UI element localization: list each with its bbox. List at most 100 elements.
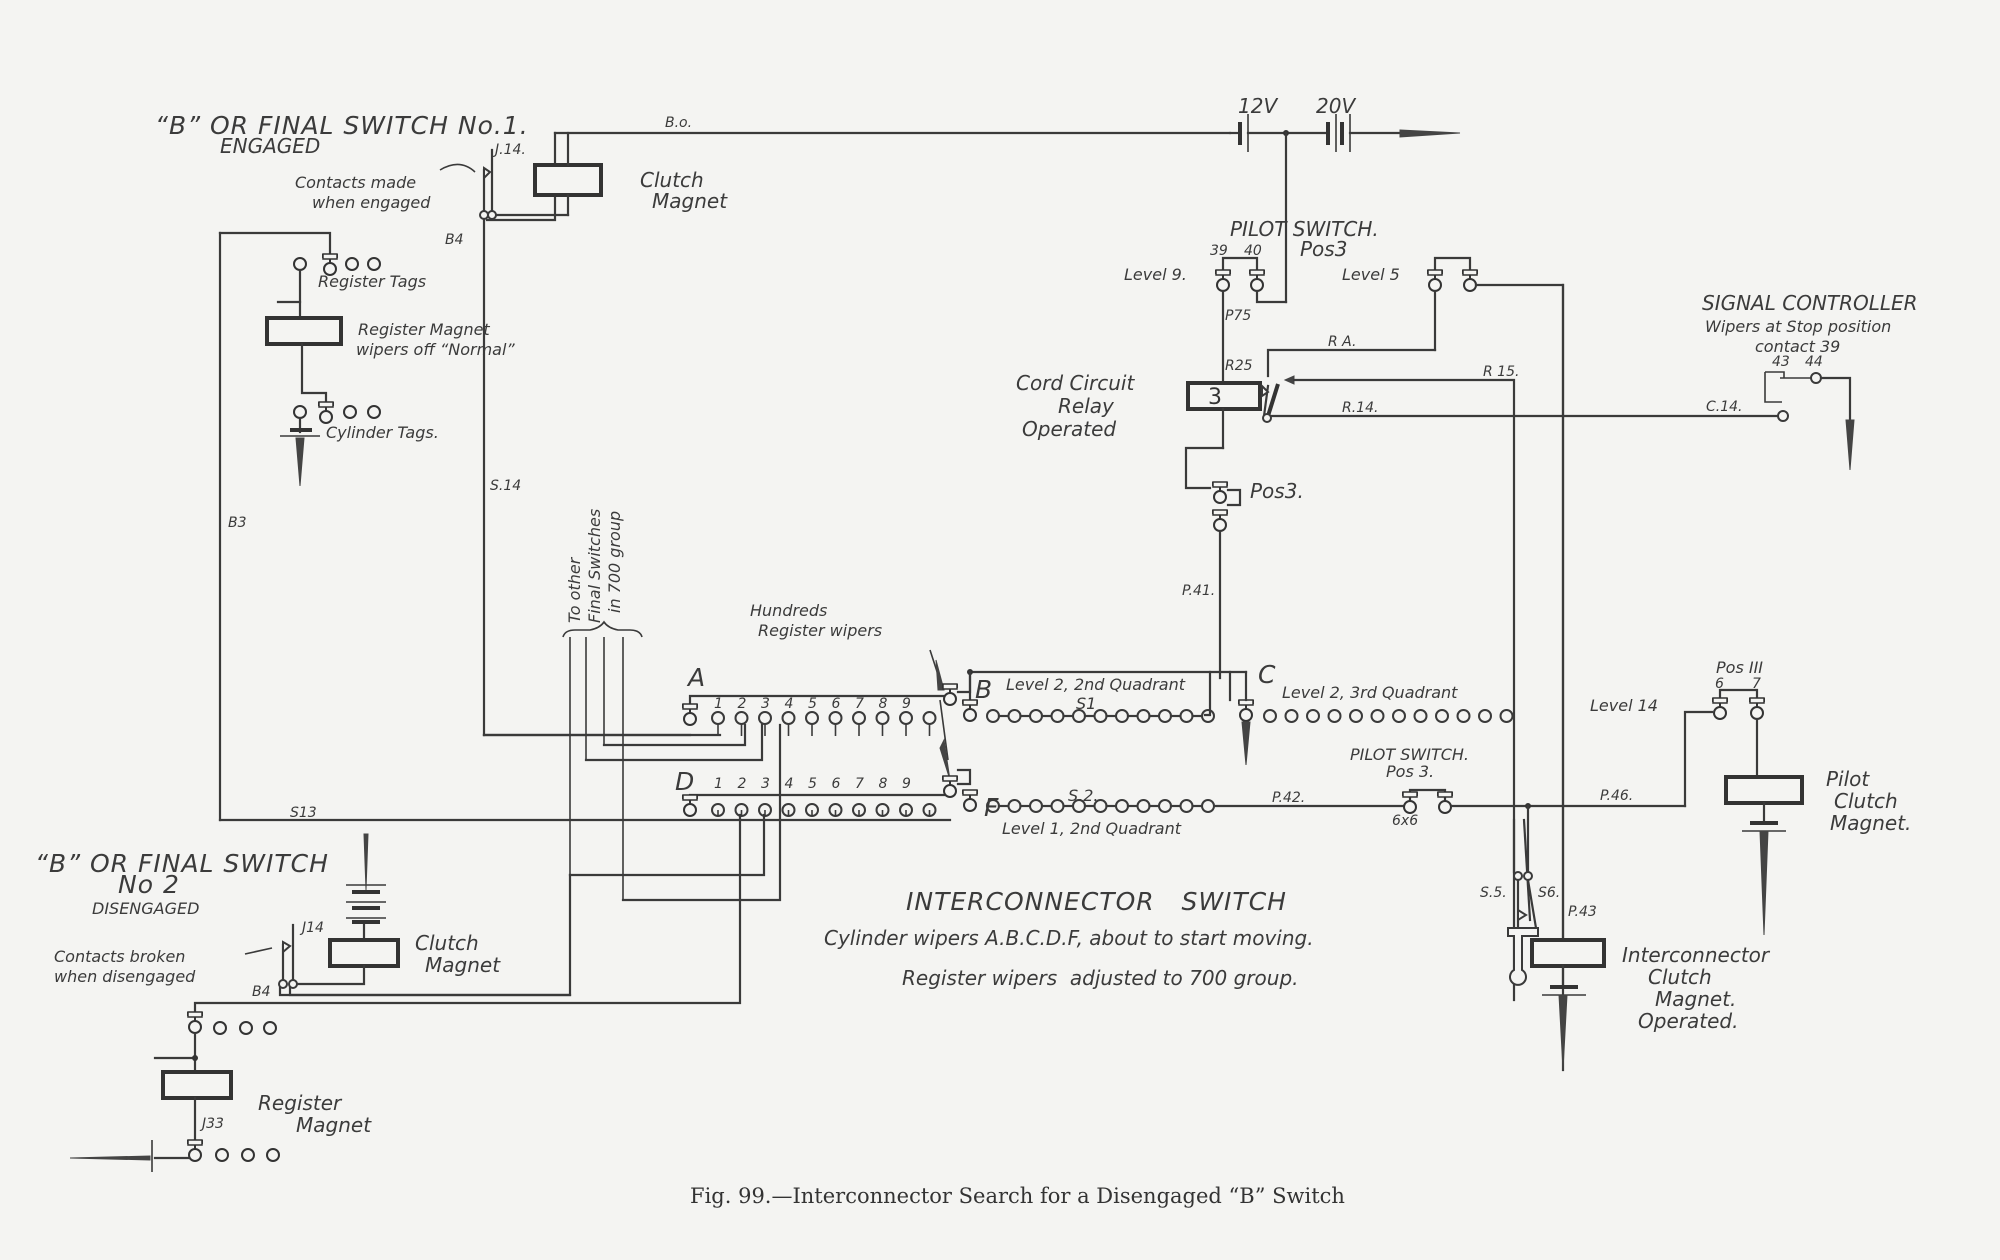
pilot-switch-bottom-title: PILOT SWITCH. [1350,745,1469,764]
bank-c-contact [1349,709,1363,723]
figure-caption: Fig. 99.—Interconnector Search for a Dis… [690,1184,1345,1208]
pilot-clutch-magnet [1683,688,1804,936]
bank-f-level: Level 1, 2nd Quadrant [1002,819,1182,838]
interconnector-line-2: Register wipers adjusted to 700 group. [902,966,1299,990]
level-14-label: Level 14 [1590,696,1658,715]
switch2-register-label: Register [258,1091,343,1115]
bank-contact [805,711,819,725]
bank-digit: 5 [808,696,817,712]
register-magnet-label: Register Magnet [358,320,490,339]
switch1-contacts-note: Contacts made [295,173,416,192]
bank-b-contact [986,709,1000,723]
bank-b-level: Level 2, 2nd Quadrant [1006,675,1186,694]
bank-b-contact [1007,709,1022,723]
switch1-clutch-label: Clutch [640,168,704,192]
interconnector-clutch-label: Interconnector [1622,943,1771,967]
bank-digit: 1 [714,776,723,792]
register-tags-label: Register Tags [318,272,426,291]
bank-f-label: F [984,793,999,822]
switch2-clutch-label-2: Magnet [425,953,501,977]
wire-p42: P.42. [1272,790,1305,806]
battery-12v: 12V [1238,94,1278,118]
bank-digit: 5 [808,776,817,792]
switch1-contacts-note-2: when engaged [312,193,431,212]
bank-contact [875,711,890,725]
switch1-j14: J.14. [492,142,526,158]
wire-s14: S.14 [490,478,521,494]
switch1-clutch-label-2: Magnet [652,189,728,213]
signal-controller-line1: Wipers at Stop position [1705,317,1891,336]
register-magnet-label-2: wipers off “Normal” [356,340,515,359]
interconnector-title: INTERCONNECTOR SWITCH [906,887,1287,916]
bank-f-contact [1179,799,1194,813]
bank-contact [899,711,913,725]
wire-s6: S6. [1538,885,1560,901]
interconnector-clutch-label-3: Magnet. [1655,987,1736,1011]
bank-digit: 6 [832,696,841,712]
bank-b-contact [1029,709,1043,723]
contact-44: 44 [1805,354,1823,370]
pilot-switch-code: 6x6 [1392,813,1418,829]
contact-7: 7 [1752,676,1761,692]
bank-digit: 7 [855,776,864,792]
bank-c-contact [1456,709,1471,723]
bank-f-contact [1050,799,1065,813]
bank-c-contact [1413,709,1428,723]
signal-controller-title: SIGNAL CONTROLLER [1702,291,1918,315]
bank-f-contact [1136,799,1151,813]
to-other-label-2: Final Switches [585,509,604,623]
interconnector-banks [193,620,1687,1014]
bank-b-contact [1158,709,1172,723]
bank-digit: 2 [738,696,747,712]
switch1-contact-icon [483,166,492,181]
bank-digit: 9 [902,696,911,712]
bank-digit: 3 [761,696,770,712]
labels: “B” OR FINAL SWITCH No.1. ENGAGED Contac… [35,94,1918,1208]
wire-p75: P75 [1225,308,1251,324]
pilot-clutch-label-2: Clutch [1834,789,1898,813]
bank-digit: 9 [902,776,911,792]
bank-contact [828,711,843,725]
interconnector-clutch-label-2: Clutch [1648,965,1712,989]
bank-digit: 6 [832,776,841,792]
bank-f-contact [1158,799,1172,813]
pilot-switch-bottom-pos: Pos 3. [1386,762,1434,781]
bank-c-contact [1263,709,1277,723]
bank-digit: 2 [738,776,747,792]
level-5-label: Level 5 [1342,265,1400,284]
wire-c14: C.14. [1706,399,1743,415]
arrow-right-icon [1399,129,1461,138]
bank-c-contact [1478,709,1492,723]
bank-contact [922,711,937,725]
hundreds-label: Hundreds [750,601,827,620]
bank-c-contact [1306,709,1320,723]
contact-40: 40 [1244,243,1262,259]
wire-p46: P.46. [1600,788,1633,804]
wire-r14: R.14. [1342,400,1378,416]
switch1-b4: B4 [445,232,464,248]
bank-c-label: C [1258,660,1276,689]
contact-39: 39 [1210,243,1228,259]
bank-digit: 7 [855,696,864,712]
bank-contact [711,711,725,725]
bank-digit: 8 [879,776,888,792]
bank-contact [758,711,772,725]
interconnector-clutch-label-4: Operated. [1638,1009,1738,1033]
switch2-b4: B4 [252,984,271,1000]
battery-20v: 20V [1316,94,1356,118]
wire-s13: S13 [290,805,317,821]
pilot-switch-top-pos: Pos3 [1300,237,1347,261]
switch2-state: DISENGAGED [92,899,199,918]
wire-s1: S1 [1076,694,1096,713]
interconnector-clutch-magnet [1507,283,1606,1071]
interconnector-line-1: Cylinder wipers A.B.C.D.F, about to star… [824,926,1314,950]
contact-43: 43 [1772,354,1790,370]
bank-contact [781,711,796,725]
switch2-circuit [69,833,572,1172]
bank-b-contact [1179,709,1194,723]
signal-controller-line2: contact 39 [1755,337,1840,356]
cord-relay-pos3: Pos3. [1250,479,1304,503]
cord-circuit-relay [1184,375,1788,1002]
switch2-j14: J14 [299,920,324,936]
